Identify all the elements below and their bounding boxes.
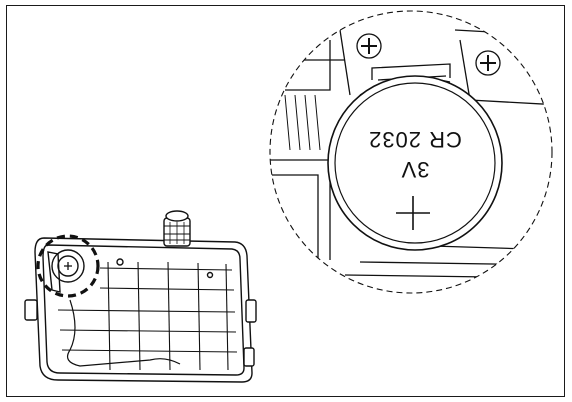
coin-cell-battery: 3V CR 2032: [327, 75, 503, 251]
magnified-view: 3V CR 2032: [270, 11, 552, 293]
callout-circle-small: [36, 234, 100, 298]
device-housing: [24, 210, 257, 383]
magnifier-outline: [269, 10, 553, 294]
battery-marking-label: CR 2032: [368, 127, 462, 152]
battery-voltage-label: 3V: [401, 157, 430, 182]
plus-symbol-icon: [396, 196, 430, 230]
